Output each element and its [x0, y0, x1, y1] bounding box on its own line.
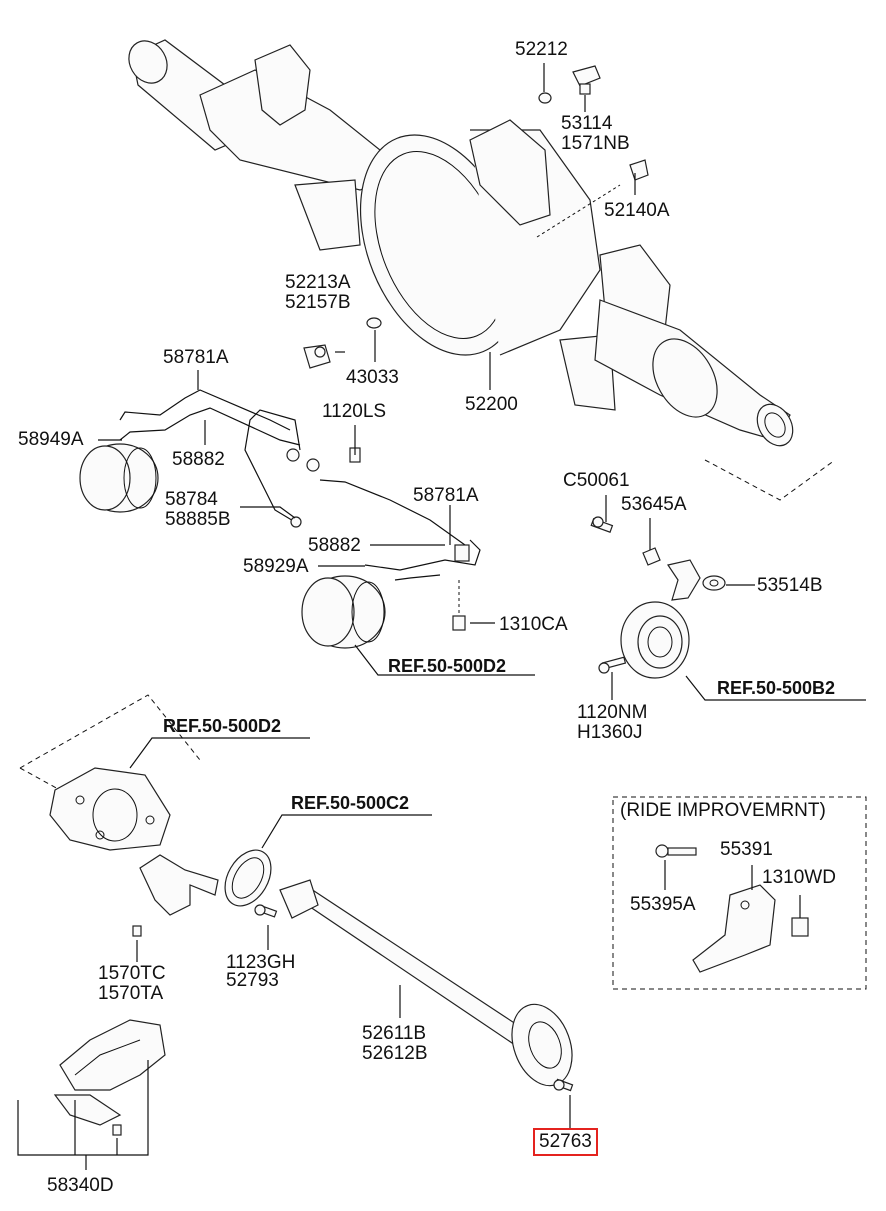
brake-hose-assembly[interactable]: [119, 389, 481, 581]
label-1310WD[interactable]: 1310WD: [762, 867, 836, 888]
label-52763-highlighted[interactable]: 52763: [533, 1128, 598, 1156]
label-52213A[interactable]: 52213A: [285, 272, 351, 293]
axle-shaft[interactable]: [279, 879, 583, 1094]
label-58929A[interactable]: 58929A: [243, 556, 309, 577]
ride-improvement-title: (RIDE IMPROVEMRNT): [620, 800, 826, 821]
ref-50-500B2[interactable]: REF.50-500B2: [717, 678, 836, 698]
oil-seal-ring[interactable]: [216, 842, 281, 914]
label-52140A[interactable]: 52140A: [604, 200, 670, 221]
nut-1310CA[interactable]: [452, 580, 466, 631]
label-43033[interactable]: 43033: [346, 367, 399, 388]
nut-1310WD[interactable]: [791, 917, 809, 937]
ref-50-500D2-mid[interactable]: REF.50-500D2: [388, 656, 507, 676]
label-55391[interactable]: 55391: [720, 839, 773, 860]
label-52793[interactable]: 52793: [226, 970, 279, 991]
bracket-half[interactable]: [667, 559, 701, 601]
bracket-1570[interactable]: [132, 854, 219, 937]
axle-housing[interactable]: [121, 34, 799, 452]
plug-53114[interactable]: [572, 65, 601, 95]
label-52611B[interactable]: 52611B: [362, 1023, 427, 1044]
stud-52763[interactable]: [553, 1078, 574, 1092]
washer-43033[interactable]: [366, 317, 382, 329]
label-1570TC[interactable]: 1570TC: [98, 963, 166, 984]
label-55395A[interactable]: 55395A: [630, 894, 696, 915]
lock-53645A[interactable]: [642, 547, 661, 566]
brake-chamber-lower[interactable]: [301, 575, 386, 649]
washer-53514B[interactable]: [702, 575, 726, 591]
label-52612B[interactable]: 52612B: [362, 1043, 428, 1064]
bolt-52213A[interactable]: [303, 344, 331, 369]
label-53645A[interactable]: 53645A: [621, 494, 687, 515]
bolt-1123GH[interactable]: [254, 904, 278, 918]
label-58781A-top[interactable]: 58781A: [163, 347, 229, 368]
hub-flange[interactable]: [620, 601, 690, 679]
ref-50-500D2-left[interactable]: REF.50-500D2: [163, 716, 282, 736]
label-58340D[interactable]: 58340D: [47, 1175, 114, 1196]
label-52157B[interactable]: 52157B: [285, 292, 351, 313]
plug-52140A[interactable]: [629, 159, 649, 181]
label-1571NB[interactable]: 1571NB: [561, 133, 630, 154]
label-1120LS[interactable]: 1120LS: [322, 401, 387, 422]
label-58781A-mid[interactable]: 58781A: [413, 485, 479, 506]
ride-improvement-box: [612, 796, 867, 990]
anchor-plate[interactable]: [49, 767, 171, 851]
label-52212[interactable]: 52212: [515, 39, 568, 60]
label-53114[interactable]: 53114: [561, 113, 613, 134]
label-58949A[interactable]: 58949A: [18, 429, 84, 450]
brake-shoe[interactable]: [53, 1019, 166, 1136]
label-58885B[interactable]: 58885B: [165, 509, 231, 530]
label-1570TA[interactable]: 1570TA: [98, 983, 164, 1004]
label-58784[interactable]: 58784: [165, 489, 218, 510]
label-1123GH[interactable]: 1123GH: [226, 952, 296, 973]
bolt-1120NM[interactable]: [598, 656, 627, 674]
label-52200[interactable]: 52200: [465, 394, 518, 415]
label-58882-mid[interactable]: 58882: [308, 535, 361, 556]
bolt-C50061[interactable]: [590, 516, 614, 533]
label-H1360J[interactable]: H1360J: [577, 722, 643, 743]
ref-50-500C2[interactable]: REF.50-500C2: [291, 793, 410, 813]
label-1120NM[interactable]: 1120NM: [577, 702, 648, 723]
breather-52212[interactable]: [538, 92, 552, 104]
label-58882-top[interactable]: 58882: [172, 449, 225, 470]
bracket-55391[interactable]: [692, 884, 776, 973]
bolt-55395A[interactable]: [655, 844, 697, 858]
label-1310CA[interactable]: 1310CA: [499, 614, 568, 635]
brake-chamber-upper[interactable]: [79, 443, 159, 513]
label-53514B[interactable]: 53514B: [757, 575, 823, 596]
label-C50061[interactable]: C50061: [563, 470, 630, 491]
